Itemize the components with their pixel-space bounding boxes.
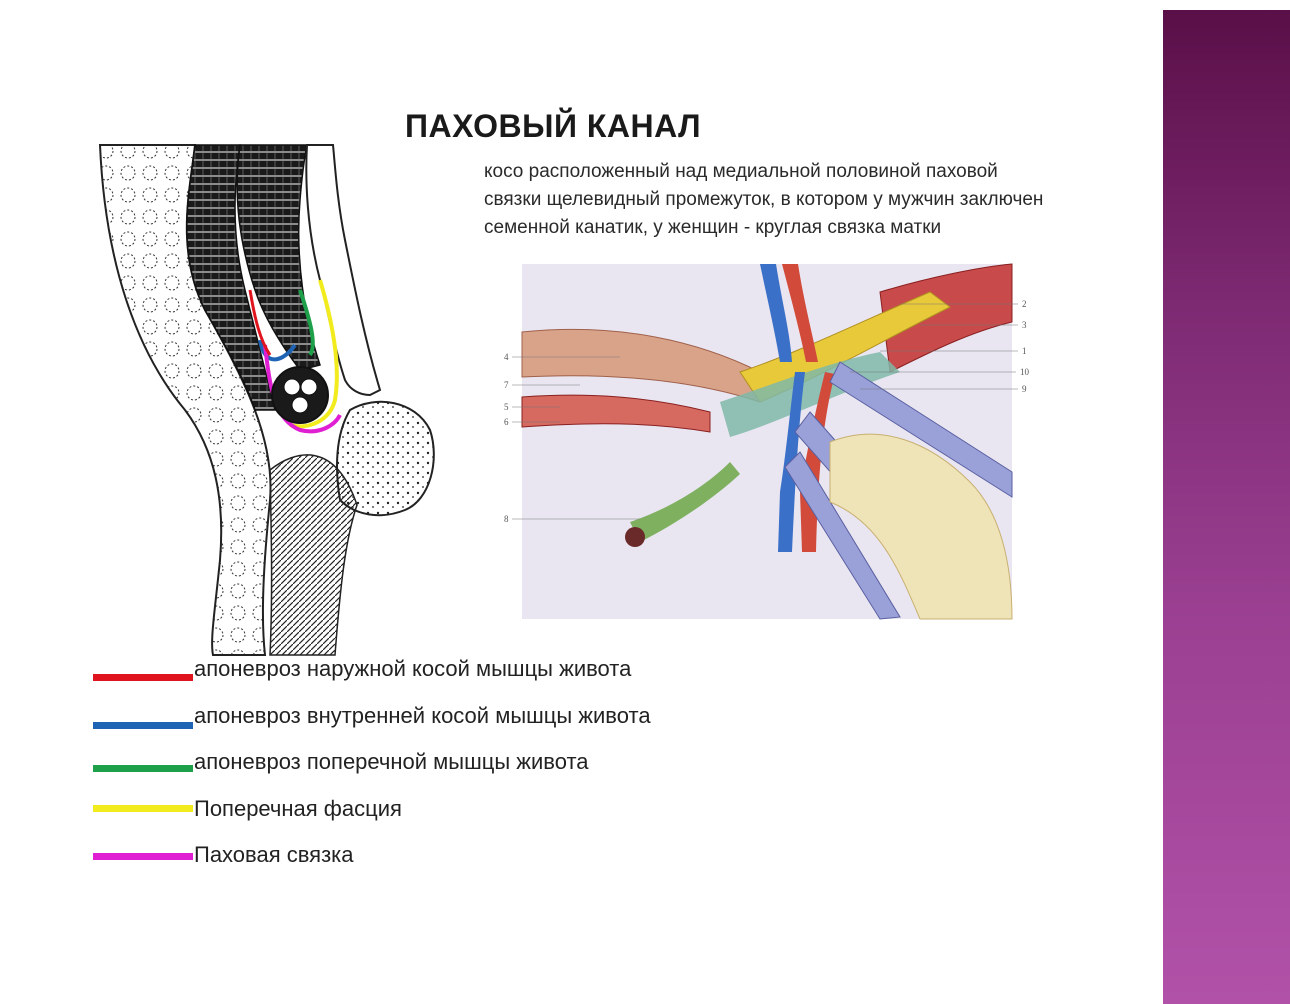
svg-text:8: 8 — [504, 514, 509, 524]
svg-text:3: 3 — [1022, 320, 1027, 330]
svg-text:5: 5 — [504, 402, 509, 412]
svg-text:1: 1 — [1022, 346, 1027, 356]
decorative-side-band — [1163, 10, 1290, 1004]
legend-label: апоневроз поперечной мышцы живота — [194, 749, 589, 775]
svg-text:2: 2 — [1022, 299, 1027, 309]
svg-text:4: 4 — [504, 352, 509, 362]
legend-item-transversalis-fascia: Поперечная фасция — [93, 788, 793, 828]
legend-item-internal-oblique: апоневроз внутренней косой мышцы живота — [93, 695, 793, 735]
legend-swatch-magenta — [93, 853, 193, 860]
anatomical-dissection-illustration: 2 3 1 10 9 4 7 5 6 8 — [500, 262, 1036, 622]
legend-item-transverse: апоневроз поперечной мышцы живота — [93, 742, 793, 782]
svg-text:7: 7 — [504, 380, 509, 390]
legend-label: апоневроз внутренней косой мышцы живота — [194, 703, 651, 729]
legend-item-external-oblique: апоневроз наружной косой мышцы живота — [93, 648, 793, 688]
slide-title: ПАХОВЫЙ КАНАЛ — [405, 108, 701, 145]
legend-label: Паховая связка — [194, 842, 354, 868]
legend-swatch-red — [93, 674, 193, 681]
legend-swatch-green — [93, 765, 193, 772]
definition-text: косо расположенный над медиальной полови… — [484, 158, 1054, 242]
legend-swatch-yellow — [93, 805, 193, 812]
legend-item-inguinal-ligament: Паховая связка — [93, 834, 793, 874]
legend-label: Поперечная фасция — [194, 796, 402, 822]
sagittal-section-illustration — [95, 140, 440, 660]
svg-text:10: 10 — [1020, 367, 1030, 377]
legend-swatch-blue — [93, 722, 193, 729]
svg-text:9: 9 — [1022, 384, 1027, 394]
svg-text:6: 6 — [504, 417, 509, 427]
legend-label: апоневроз наружной косой мышцы живота — [194, 656, 631, 682]
